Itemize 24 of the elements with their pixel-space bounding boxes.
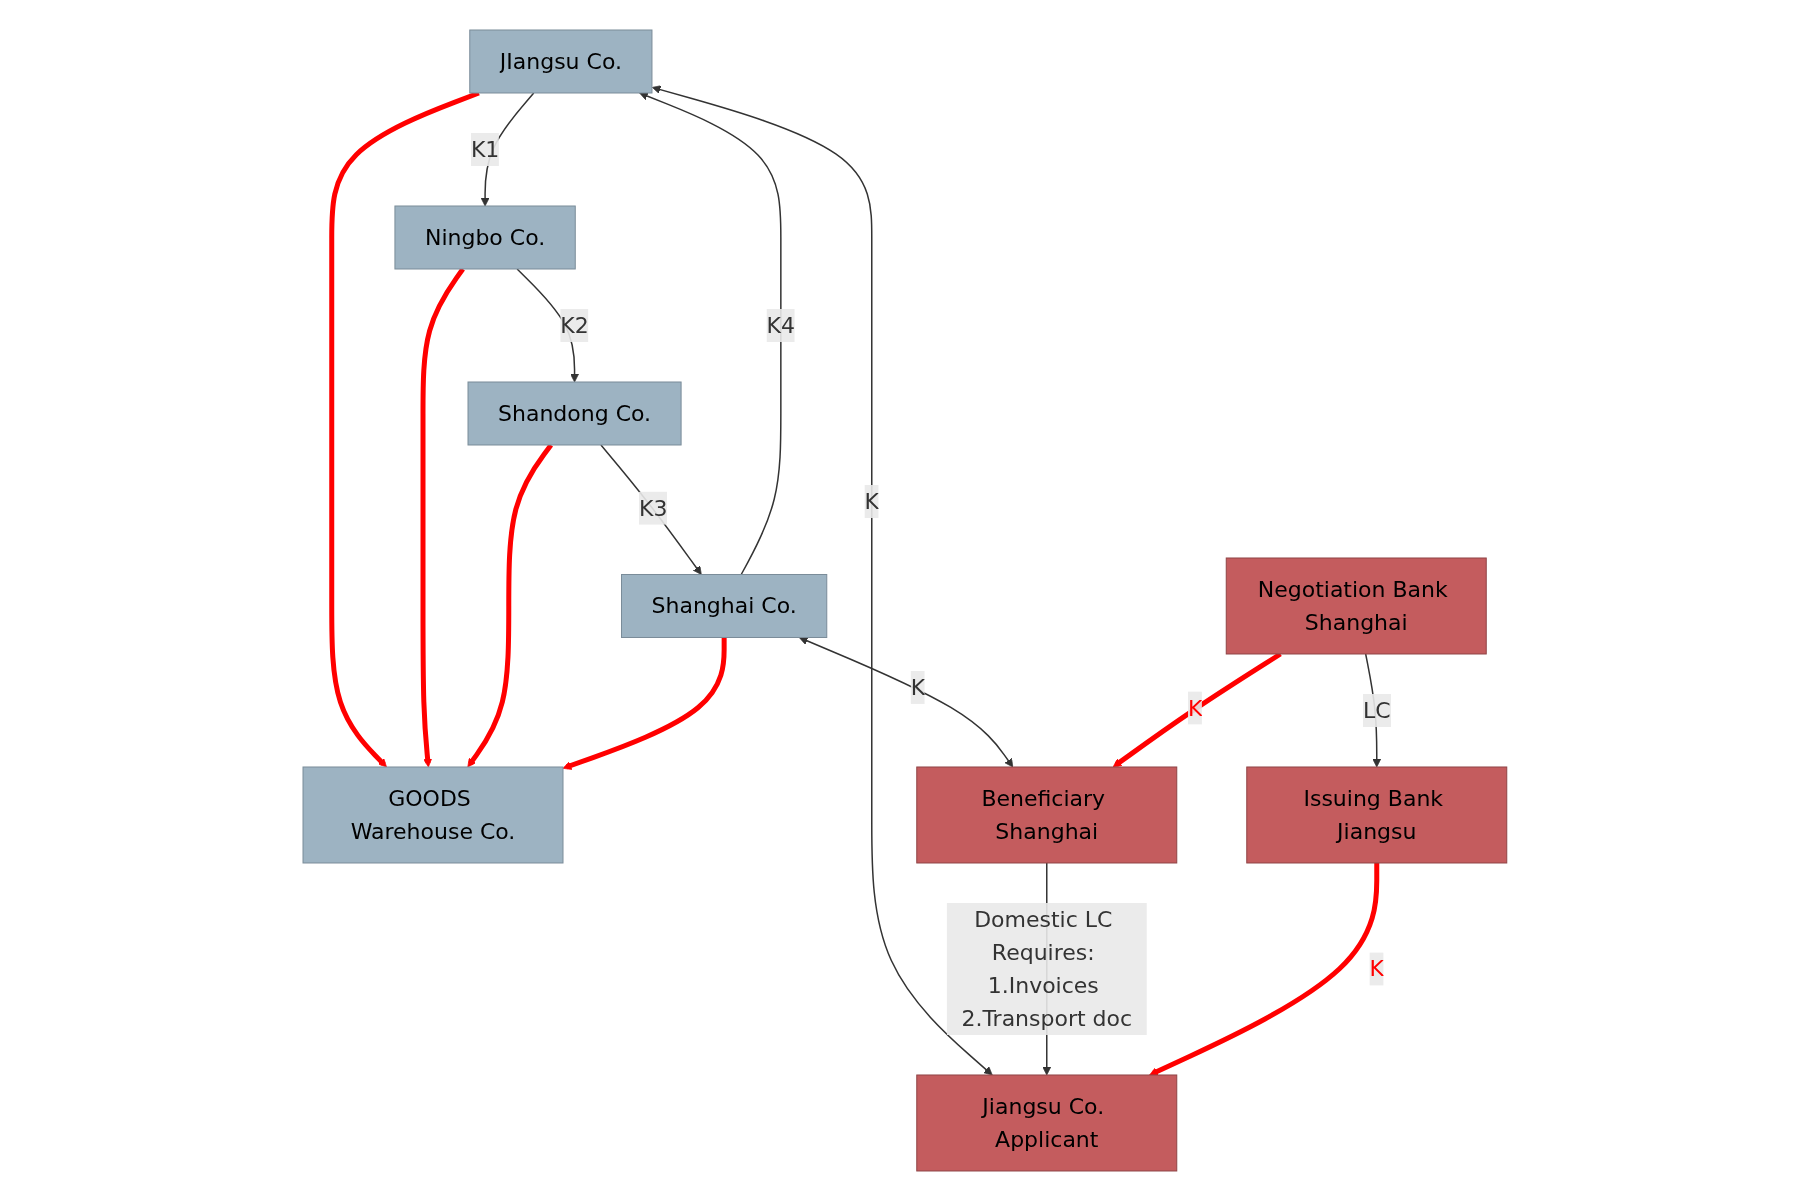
edge-label: K: [910, 674, 926, 700]
arrow: [652, 85, 993, 1076]
edge-label: Domestic LC Requires: 1.Invoices 2.Transport doc: [961, 906, 1133, 1031]
edge-label: K1: [470, 137, 500, 162]
node-box: Issuing Bank Jiangsu: [1246, 766, 1508, 864]
edge-label: K2: [560, 313, 589, 338]
arrow: [1149, 863, 1380, 1076]
edge-label: K: [864, 488, 880, 514]
node-box: Beneficiary Shanghai: [916, 766, 1178, 864]
arrow: [600, 444, 702, 575]
node-box: Negotiation Bank Shanghai: [1225, 557, 1487, 655]
node-box: Shanghai Co.: [621, 574, 828, 638]
edge-label: K3: [639, 495, 668, 521]
edge-label: LC: [1363, 697, 1391, 723]
arrow: [799, 636, 1014, 768]
node-box: Jiangsu Co. Applicant: [916, 1074, 1178, 1172]
arrow: [467, 443, 554, 768]
node-box: GOODS Warehouse Co.: [302, 766, 564, 864]
node-box: Shandong Co.: [467, 381, 682, 446]
edge-label: K4: [766, 313, 796, 338]
node-box: Ningbo Co.: [394, 205, 576, 270]
edge-label: K: [1369, 956, 1385, 982]
arrow: [562, 637, 727, 770]
edge-label: K: [1188, 695, 1203, 721]
